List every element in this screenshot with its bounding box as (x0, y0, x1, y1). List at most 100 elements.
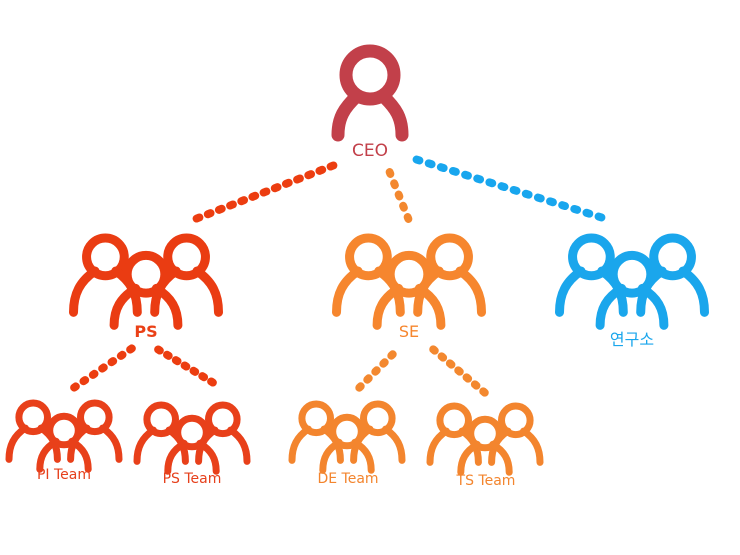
connector-dot (429, 345, 439, 355)
person-head (15, 399, 52, 436)
connector-dot (385, 168, 395, 178)
connector-dot (454, 366, 464, 376)
connector-dot (180, 361, 191, 371)
node-label-ceo: CEO (352, 141, 388, 161)
person-head (385, 250, 433, 298)
connector-dot (371, 366, 381, 376)
connector-dot (270, 183, 282, 193)
connector-dot (248, 191, 260, 201)
person-head (498, 402, 534, 439)
connector-dot (497, 182, 509, 192)
node-label-pi-team: PI Team (36, 467, 92, 483)
person-head (205, 401, 241, 438)
connector-dot (436, 163, 448, 173)
connector-dot (315, 165, 327, 175)
connector-dot (226, 200, 237, 210)
connector-dot (399, 201, 408, 212)
person-shoulders (457, 440, 513, 476)
node-label-lab: 연구소 (609, 330, 655, 349)
person-head (436, 402, 473, 439)
connector-dot (533, 193, 545, 203)
connector-dot (203, 209, 215, 219)
connector-dot (107, 357, 118, 367)
connector-dot (403, 213, 413, 223)
connector-dot (379, 358, 389, 368)
group-icon (426, 402, 544, 476)
connector-dot (79, 376, 90, 386)
connector-dot (88, 369, 99, 379)
connector-dot (412, 155, 424, 165)
connector-dot (293, 174, 304, 184)
person-shoulders (164, 439, 220, 475)
person-shoulders (319, 438, 375, 474)
group-icon (5, 399, 123, 473)
person-head (82, 233, 129, 281)
connector-ceo-se (385, 168, 413, 223)
connector-dot (214, 204, 226, 214)
connector-dot (509, 185, 521, 195)
connector-dot (485, 178, 497, 188)
person-head (163, 233, 210, 281)
connector-dot (192, 213, 204, 223)
group-icon (133, 401, 251, 475)
person-head (467, 415, 503, 452)
connector-dot (582, 208, 594, 218)
connector-dot (237, 196, 249, 206)
person-head (122, 250, 170, 298)
person-head (298, 400, 335, 437)
connector-dot (387, 350, 397, 360)
connector-dot (558, 201, 570, 211)
connector-dot (437, 352, 448, 362)
person-shoulders (372, 283, 446, 330)
connector-dot (259, 187, 271, 197)
person-head (608, 250, 656, 298)
person-shoulders (595, 283, 669, 330)
connector-dot (70, 382, 80, 392)
person-head (329, 413, 365, 450)
connector-dot (570, 204, 582, 214)
connector-ps-pi-team (70, 344, 136, 392)
node-label-ps-team: PS Team (162, 471, 222, 487)
connector-dot (126, 344, 136, 354)
connector-dot (162, 350, 173, 360)
person-head (143, 401, 179, 438)
connector-dot (171, 356, 182, 366)
connector-dot (390, 179, 399, 190)
connector-dot (355, 382, 365, 392)
connector-dot (448, 166, 460, 176)
connector-dot (461, 170, 472, 180)
connector-dot (281, 178, 293, 188)
connector-dot (198, 372, 209, 382)
node-label-ts-team: TS Team (456, 473, 516, 489)
connector-dot (594, 212, 606, 222)
person-head (77, 399, 113, 436)
group-icon (288, 400, 406, 474)
person-head (426, 233, 473, 281)
connector-dot (304, 170, 316, 180)
person-head (46, 412, 82, 449)
connector-ceo-ps (192, 161, 338, 223)
person-head (345, 233, 392, 281)
person-shoulders (109, 283, 183, 330)
connector-dot (189, 366, 200, 376)
connector-dot (207, 377, 217, 387)
connector-se-de-team (355, 350, 397, 392)
group-icon (332, 233, 486, 330)
connector-dot (470, 380, 481, 390)
connector-dot (98, 363, 108, 373)
person-head (174, 414, 210, 451)
group-icon (69, 233, 223, 330)
connector-dot (363, 374, 373, 384)
connector-ps-ps-team (154, 345, 217, 387)
connector-se-ts-team (429, 345, 489, 397)
connector-dot (473, 174, 485, 184)
node-label-se: SE (398, 322, 420, 341)
connector-ceo-lab (412, 155, 606, 222)
single-person-icon (331, 44, 409, 142)
connector-dot (445, 359, 456, 369)
connector-dot (116, 350, 127, 360)
person-head (568, 233, 615, 281)
person-shoulders (36, 437, 92, 473)
connector-dot (394, 190, 404, 201)
